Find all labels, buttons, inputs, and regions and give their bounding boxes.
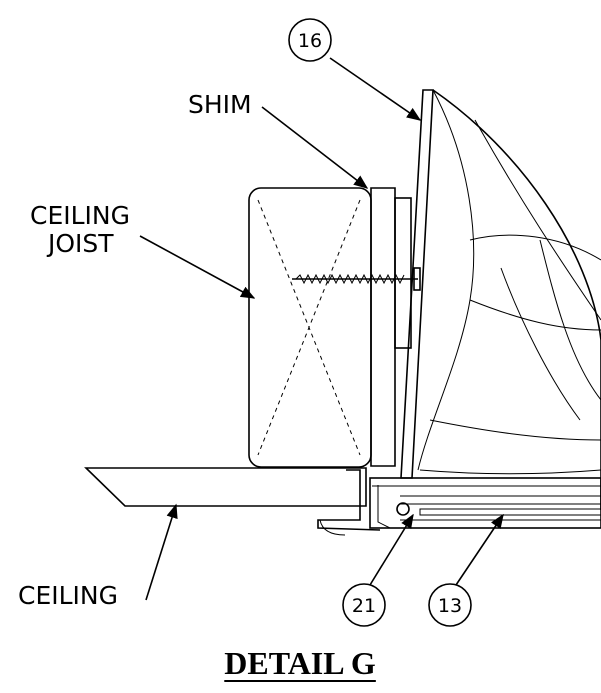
shim-label: SHIM xyxy=(188,90,252,119)
leader-lines xyxy=(139,57,504,601)
ceiling-joist-label-line1: CEILING xyxy=(30,201,130,230)
fixture-dome xyxy=(417,89,601,510)
fixture-housing-wall xyxy=(400,89,434,479)
ceiling-label: CEILING xyxy=(18,581,118,610)
callout-13-number: 13 xyxy=(438,595,462,617)
callout-21: 21 xyxy=(342,583,386,627)
ceiling-slab xyxy=(84,467,367,507)
shim xyxy=(370,187,412,467)
callout-21-number: 21 xyxy=(352,595,376,617)
callout-16: 16 xyxy=(288,18,332,62)
ceiling-joist xyxy=(248,187,372,468)
callout-16-number: 16 xyxy=(298,30,322,52)
screw xyxy=(292,267,421,291)
detail-title: DETAIL G xyxy=(224,645,376,681)
trim-lens-assembly xyxy=(317,469,601,536)
callout-13: 13 xyxy=(428,583,472,627)
ceiling-joist-label-line2: JOIST xyxy=(46,229,114,258)
